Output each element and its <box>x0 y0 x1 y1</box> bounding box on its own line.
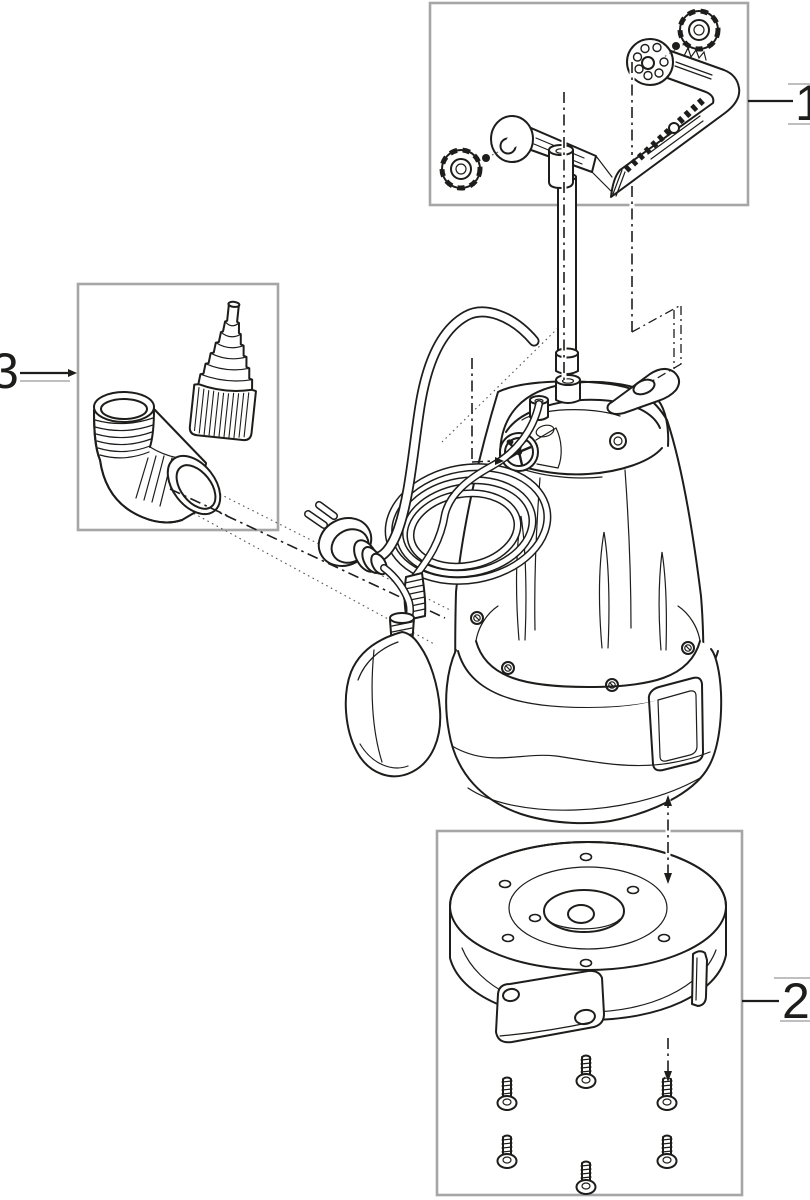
screw <box>656 1076 678 1111</box>
flange-screws <box>470 611 695 692</box>
cap-oval-hole <box>535 424 555 438</box>
port-hole <box>506 439 514 445</box>
frame-pivot-ball <box>668 122 680 134</box>
callout-2: 2 <box>742 973 810 1029</box>
plate-center-boss <box>543 889 625 933</box>
phantom-handle-outline <box>631 303 682 384</box>
callout-label-2: 2 <box>782 973 810 1029</box>
power-cable-arch <box>369 306 540 564</box>
star-knob-right <box>672 8 721 52</box>
plate-holes <box>498 852 671 968</box>
screw <box>575 1054 597 1089</box>
callout-label-3: 3 <box>0 343 19 399</box>
disc-holes-right <box>632 42 669 81</box>
power-plug <box>304 501 415 623</box>
skirt-window <box>647 676 704 772</box>
leader-arrowhead-3 <box>68 369 77 377</box>
callout-3: 3 <box>0 343 77 399</box>
hose-elbow-fitting <box>93 391 222 524</box>
screw <box>656 1134 678 1169</box>
base-plate <box>449 841 727 1044</box>
plate-side-recess <box>691 950 708 1007</box>
pump-skirt <box>445 648 723 825</box>
screw <box>575 1160 597 1195</box>
float-switch <box>344 631 442 778</box>
lug-hole <box>632 378 656 396</box>
star-knob-left <box>439 147 490 191</box>
dome-rib-slot <box>515 515 527 641</box>
alignment-line-elbow <box>169 488 229 517</box>
elbow-inlet-opening <box>93 391 155 423</box>
alignment-line-handle-frame <box>629 62 682 384</box>
callout-1: 1 <box>748 75 810 131</box>
plate-center-hole <box>567 904 595 924</box>
plate-front-recess <box>495 969 605 1044</box>
screw <box>496 1134 518 1169</box>
skirt-contour-line <box>451 745 711 767</box>
alignment-line-outlet <box>471 358 504 465</box>
handle-assembly <box>439 8 741 198</box>
elbow-outlet-opening <box>166 454 222 516</box>
callout-label-1: 1 <box>795 75 810 131</box>
dome-rib-slot <box>598 531 610 649</box>
base-plate-screws <box>496 1054 678 1195</box>
stepped-hose-adapter <box>188 300 257 442</box>
clamp-boss <box>548 144 574 189</box>
frame-end-face <box>612 169 626 197</box>
power-cable-sleeve <box>555 379 581 404</box>
pump-body <box>445 172 723 825</box>
alignment-line-base-plate <box>664 795 672 1082</box>
float-cable <box>410 400 543 582</box>
dome-rib-slot <box>658 551 667 651</box>
screw <box>496 1076 518 1111</box>
cap-boss <box>609 432 627 450</box>
